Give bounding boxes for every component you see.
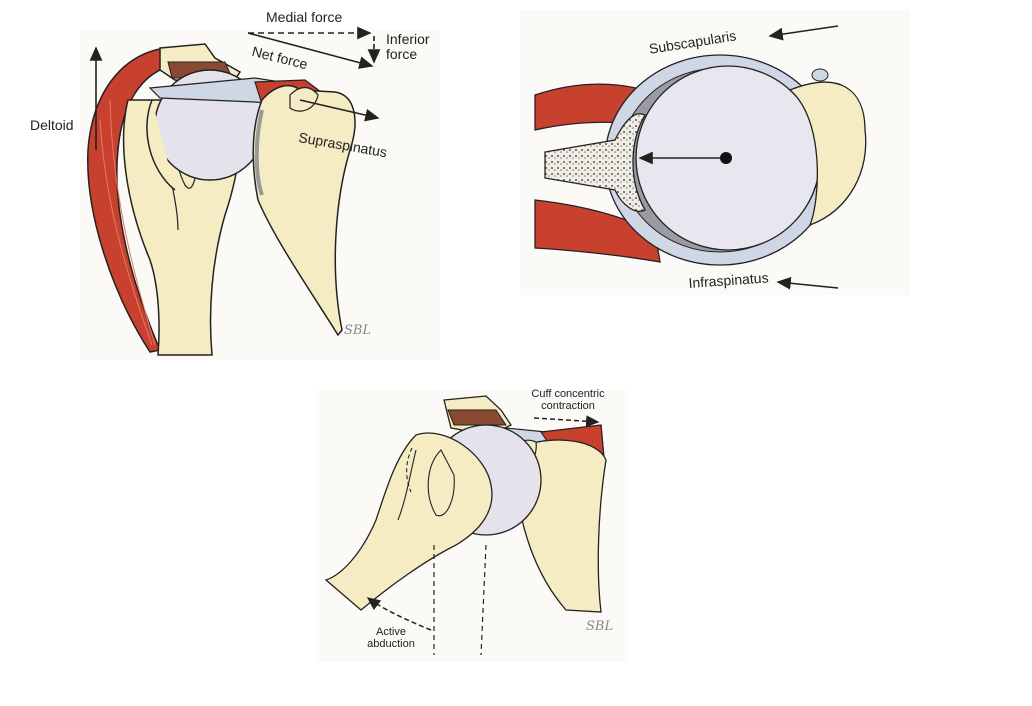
resting-humerus-outline — [406, 447, 413, 493]
panel-shoulder-force-vectors: Medial force Net force Inferior force De… — [0, 0, 460, 370]
active-abduction-label: Active abduction — [367, 626, 415, 651]
panel-active-abduction: Cuff concentric contraction Active abduc… — [316, 380, 628, 662]
net-force-arrow — [247, 32, 374, 69]
infraspinatus-force-arrow — [776, 276, 839, 290]
shoulder-force-illustration — [80, 26, 440, 360]
artist-signature-c: SBL — [586, 619, 614, 634]
axial-shoulder-illustration — [520, 10, 910, 295]
panel-axial-compression: Subscapularis Infraspinatus — [520, 10, 920, 300]
humerus-abducted — [324, 432, 493, 611]
abduction-illustration — [316, 390, 628, 662]
cuff-contraction-arrow — [533, 415, 600, 428]
infraspinatus-muscle — [534, 199, 661, 263]
scapula — [252, 84, 356, 337]
artist-signature: SBL — [344, 323, 372, 338]
cuff-contraction-label: Cuff concentric contraction — [531, 388, 605, 413]
glenoid — [544, 113, 646, 212]
inferior-force-label: Inferior force — [386, 31, 430, 63]
head-center-dot — [720, 152, 732, 164]
abduction-arrow — [366, 597, 432, 631]
supraspinatus-force-arrow — [299, 99, 380, 122]
subscapularis-force-arrow — [768, 25, 839, 41]
medial-force-label: Medial force — [266, 9, 343, 25]
deltoid-label: Deltoid — [30, 117, 74, 133]
